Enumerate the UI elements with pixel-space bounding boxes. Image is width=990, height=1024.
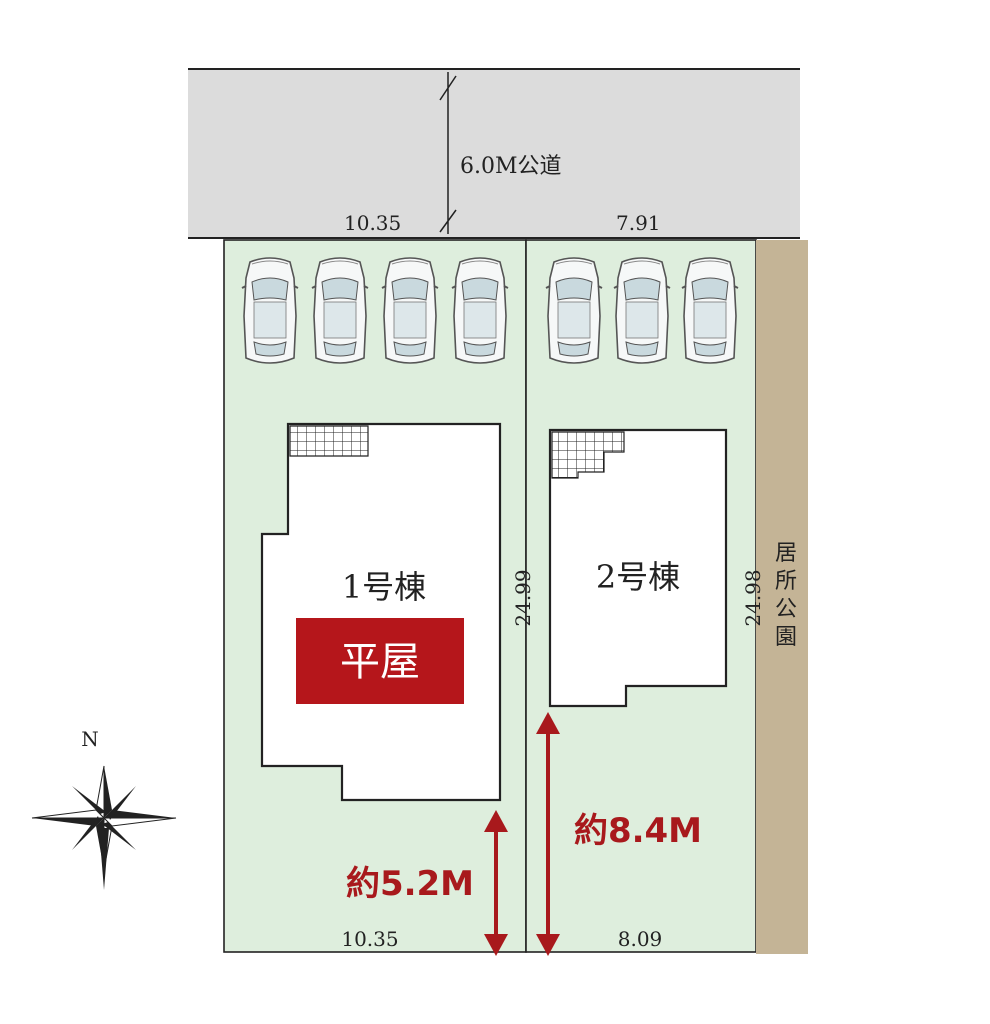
lot2-frontage-dimension: 7.91 [616,211,661,235]
compass-north-label: N [81,727,99,751]
building-1-outline [260,422,502,802]
public-road [188,70,800,238]
parked-car-icon [241,257,299,364]
parked-car-icon [545,257,603,364]
lot2-rear-dimension: 8.09 [618,927,663,951]
building-2-name: 2号棟 [596,558,680,596]
lot2-setback-label: 約8.4M [574,811,702,851]
park-area [756,240,808,954]
lot1-side-dimension: 24.99 [511,569,535,626]
building-1-name: 1号棟 [342,568,426,606]
building-1-terrace [289,425,369,457]
lot2-side-dimension: 24.98 [741,569,765,626]
parking-spaces [241,257,739,364]
lot1-setback-arrow [484,810,508,956]
parked-car-icon [381,257,439,364]
building-2-terrace [551,431,625,479]
building-1-badge [296,618,464,704]
lot-boundary-break-line [439,72,457,234]
parked-car-icon [681,257,739,364]
parked-car-icon [311,257,369,364]
lot1-setback-label: 約5.2M [346,864,474,904]
lot1-rear-dimension: 10.35 [341,927,398,951]
park-label: 居所公園 [775,541,797,650]
svg-text:居所公園: 居所公園 [775,541,797,650]
parked-car-icon [451,257,509,364]
compass-rose-icon [31,765,177,890]
building-1-badge-text: 平屋 [340,639,420,685]
building-2-outline [548,428,728,708]
lot1-frontage-dimension: 10.35 [344,211,401,235]
parked-car-icon [613,257,671,364]
road-label: 6.0M公道 [460,154,562,179]
lot2-setback-arrow [536,712,560,956]
